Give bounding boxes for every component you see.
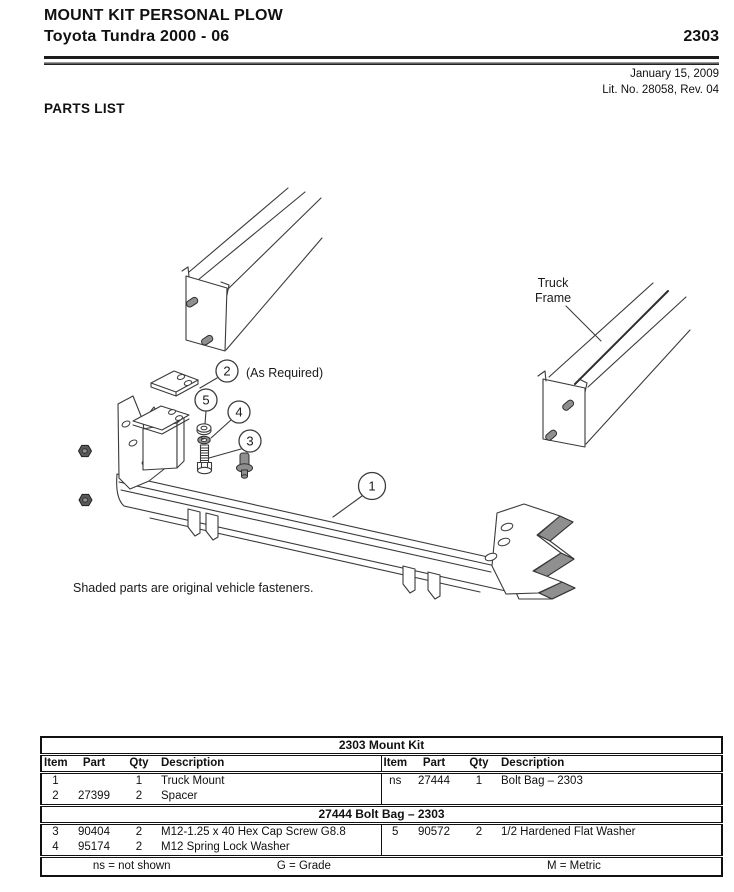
col-header-qty: Qty — [459, 754, 499, 774]
col-header-item: Item — [41, 754, 69, 774]
svg-text:2: 2 — [223, 364, 230, 379]
page-title-line1: MOUNT KIT PERSONAL PLOW — [44, 7, 283, 24]
cell-description — [499, 789, 722, 806]
spacer-plate — [150, 370, 199, 397]
callout-5: 5 — [194, 388, 218, 425]
page-title-line2: Toyota Tundra 2000 - 06 — [44, 28, 230, 45]
col-header-description: Description — [159, 754, 381, 774]
cell-item: 5 — [380, 823, 409, 840]
cell-part: 27399 — [78, 790, 110, 802]
cell-qty — [459, 789, 499, 806]
flat-washer-item5 — [196, 423, 212, 436]
table-row: 2 27399 2 Spacer — [41, 789, 722, 806]
original-vehicle-bolt — [236, 452, 253, 479]
table-header-row: Item Part Qty Description Item Part Qty … — [41, 754, 723, 774]
cell-qty: 2 — [135, 841, 143, 853]
truck-mount-bar — [116, 395, 576, 600]
header-rule-bottom — [44, 62, 719, 65]
cell-qty: 2 — [135, 826, 143, 838]
table-row: 3 90404 2 M12-1.25 x 40 Hex Cap Screw G8… — [41, 823, 722, 840]
cell-item: 3 — [52, 826, 59, 838]
section-heading: PARTS LIST — [44, 101, 125, 116]
frame-stud — [545, 399, 575, 441]
cell-qty: 1 — [475, 775, 483, 787]
cell-description: Spacer — [161, 790, 198, 802]
cell-part: 27444 — [418, 775, 450, 787]
hardware-stack — [78, 423, 253, 507]
bolt-bag-title: 27444 Bolt Bag – 2303 — [41, 804, 723, 825]
cell-item: 1 — [52, 775, 59, 787]
legend-metric: M = Metric — [546, 860, 601, 872]
table-row-kit-title: 2303 Mount Kit — [41, 737, 723, 756]
cell-qty: 2 — [475, 826, 483, 838]
left-frame-rail — [181, 187, 323, 352]
cell-description: Bolt Bag – 2303 — [501, 775, 583, 787]
header-rule-top — [44, 56, 719, 59]
col-header-qty: Qty — [119, 754, 159, 774]
svg-text:4: 4 — [235, 405, 242, 420]
cell-description: Truck Mount — [161, 775, 225, 787]
cell-qty: 2 — [135, 790, 143, 802]
cell-item — [380, 789, 409, 806]
cell-part: 95174 — [78, 841, 110, 853]
parts-table: 2303 Mount Kit Item Part Qty Description… — [40, 736, 724, 877]
cell-item: 2 — [52, 790, 59, 802]
col-header-part: Part — [69, 754, 119, 774]
callout-4: 4 — [210, 400, 251, 439]
callout-2: 2 (As Required) — [199, 359, 323, 389]
hex-cap-screw-item3 — [196, 444, 213, 475]
cell-item: ns — [380, 772, 409, 789]
truck-frame-leader-line — [565, 305, 602, 342]
truck-frame-label-line1: Truck — [538, 276, 570, 290]
cell-part: 90404 — [78, 826, 110, 838]
kit-title: 2303 Mount Kit — [41, 737, 723, 756]
document-number: 2303 — [683, 28, 719, 45]
shaded-parts-note: Shaded parts are original vehicle fasten… — [73, 581, 313, 595]
literature-number: Lit. No. 28058, Rev. 04 — [602, 84, 719, 96]
legend-not-shown: ns = not shown — [92, 860, 171, 872]
cell-description: M12 Spring Lock Washer — [161, 841, 290, 853]
table-row: 1 1 Truck Mount ns 27444 1 Bolt Bag – 23… — [41, 772, 722, 790]
frame-stud — [185, 296, 214, 346]
svg-text:1: 1 — [368, 479, 375, 494]
original-vehicle-nut — [78, 444, 93, 507]
svg-text:5: 5 — [202, 393, 209, 408]
cell-qty — [459, 840, 499, 857]
legend-grade: G = Grade — [276, 860, 331, 872]
cell-part — [69, 773, 119, 790]
right-frame-rail: Truck Frame — [535, 276, 691, 448]
col-header-part: Part — [409, 754, 459, 774]
revision-date: January 15, 2009 — [630, 68, 719, 80]
cell-qty: 1 — [135, 775, 143, 787]
table-row: 4 95174 2 M12 Spring Lock Washer — [41, 840, 722, 857]
as-required-label: (As Required) — [246, 366, 323, 380]
cell-part: 90572 — [418, 826, 450, 838]
cell-description: 1/2 Hardened Flat Washer — [501, 826, 636, 838]
table-row-bolt-bag-title: 27444 Bolt Bag – 2303 — [41, 804, 723, 825]
svg-text:3: 3 — [246, 434, 253, 449]
cell-description — [499, 840, 722, 857]
table-legend: ns = not shown G = Grade M = Metric — [44, 859, 719, 875]
spring-lock-washer-item4 — [197, 435, 211, 445]
cell-item: 4 — [52, 841, 59, 853]
col-header-item: Item — [380, 754, 409, 774]
cell-part — [409, 789, 459, 806]
cell-item — [380, 840, 409, 857]
table-legend-row: ns = not shown G = Grade M = Metric — [41, 855, 723, 876]
col-header-description: Description — [499, 754, 723, 774]
truck-frame-label-line2: Frame — [535, 291, 571, 305]
callout-1: 1 — [332, 471, 387, 518]
cell-part — [409, 840, 459, 857]
callout-3: 3 — [208, 429, 262, 459]
cell-description: M12-1.25 x 40 Hex Cap Screw G8.8 — [161, 826, 346, 838]
